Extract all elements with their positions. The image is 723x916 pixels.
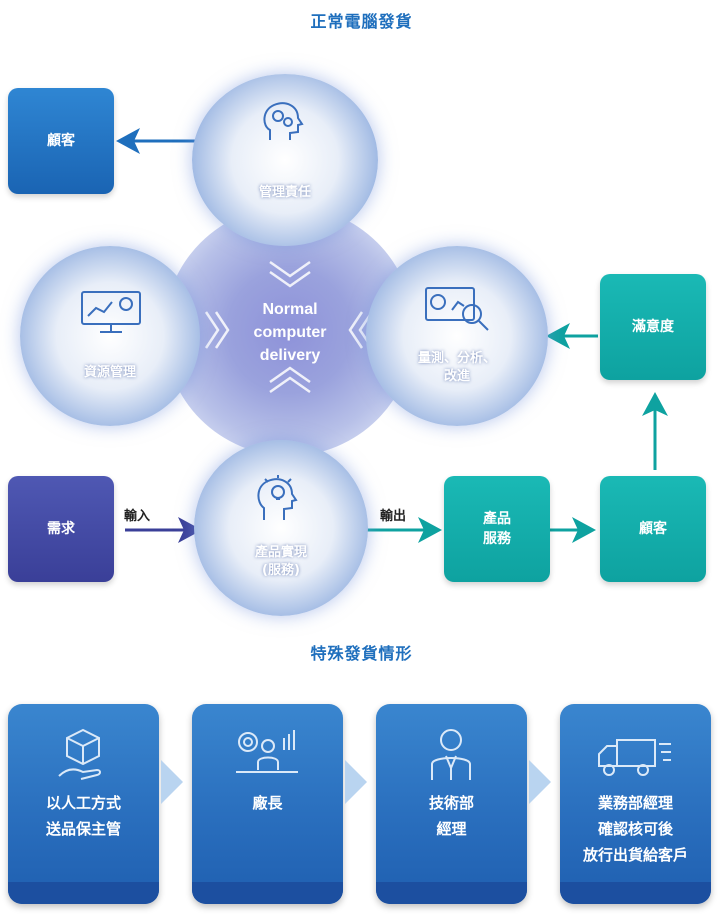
input-label: 輸入 [124,509,151,524]
step-card-1-line1: 以人工方式 [45,794,121,812]
step-arrow-1 [161,760,183,804]
arrow-to-satisfaction [642,392,668,470]
step-card-1-footer [8,882,159,904]
analysis-magnifier-icon [425,287,489,331]
step-card-3-line2: 經理 [436,820,467,838]
step-card-2-line1: 廠長 [252,794,283,812]
circle-management-label: 管理責任 [258,185,311,200]
arrow-input [125,517,202,543]
chevron-right-icon [204,311,220,349]
circle-product-realization-line2: (服務) [262,563,300,578]
step-card-2-footer [192,882,343,904]
center-label-line1: Normal [262,301,318,318]
step-card-3-text: 技術部 經理 [376,790,527,842]
step-card-1: 以人工方式 送品保主管 [8,704,159,904]
circle-measurement-label-line1: 量測、分析、 [417,351,496,366]
step-card-3-line1: 技術部 [428,794,474,812]
customer-box-top: 顧客 [8,88,114,194]
step-card-1-text: 以人工方式 送品保主管 [8,790,159,842]
product-service-line2: 服務 [483,531,511,547]
circle-resource: 資源管理 [20,246,200,426]
step-card-3: 技術部 經理 [376,704,527,904]
step-card-1-line2: 送品保主管 [45,820,121,838]
arrow-product-to-customer [548,517,596,543]
center-label-line3: delivery [259,347,321,364]
output-label: 輸出 [380,509,407,524]
chevron-down-icon [269,270,311,288]
monitor-chart-icon [81,291,141,333]
step-arrow-2 [345,760,367,804]
demand-box-label: 需求 [47,521,75,537]
truck-icon [598,739,671,776]
circle-product-realization-line1: 產品實現 [254,545,307,560]
flow-arrows [116,128,668,543]
chevron-up-icon [269,366,311,384]
customer-box-top-label: 顧客 [47,133,75,149]
circle-product-realization-label: 產品實現 (服務) [255,544,307,580]
step-card-4: 業務部經理 確認核可後 放行出貨給客戶 [560,704,711,904]
head-lightbulb-icon [257,475,298,520]
arrow-to-customer [116,128,198,154]
satisfaction-box: 滿意度 [600,274,706,380]
customer-box-bottom-label: 顧客 [639,521,667,537]
arrow-to-measurement [546,323,598,349]
demand-box: 需求 [8,476,114,582]
center-label-line2: computer [253,324,327,341]
step-arrow-3 [529,760,551,804]
step-card-3-footer [376,882,527,904]
step-card-4-line1: 業務部經理 [597,794,673,812]
special-delivery-title: 特殊發貨情形 [310,644,413,663]
customer-box-bottom: 顧客 [600,476,706,582]
chevron-left-icon [348,311,364,349]
circle-management: 管理責任 [192,74,378,246]
product-service-box: 產品 服務 [444,476,550,582]
manager-desk-icon [236,730,298,773]
circle-resource-label: 資源管理 [83,365,136,380]
satisfaction-box-label: 滿意度 [632,319,674,335]
step-card-4-line2: 確認核可後 [597,820,673,838]
product-service-line1: 產品 [483,511,511,527]
step-card-2: 廠長 [192,704,343,904]
step-card-2-text: 廠長 [192,790,343,816]
step-card-4-text: 業務部經理 確認核可後 放行出貨給客戶 [560,790,711,868]
circle-product-realization: 產品實現 (服務) [194,440,368,616]
circle-measurement-label-line2: 改進 [443,369,470,384]
businessman-icon [431,729,471,780]
step-card-4-line3: 放行出貨給客戶 [582,846,688,864]
head-gears-icon [263,102,304,140]
circle-measurement-label: 量測、分析、 改進 [418,350,496,386]
normal-delivery-title: 正常電腦發貨 [310,12,413,31]
step-card-4-footer [560,882,711,904]
chevron-up-icon [269,376,311,394]
circle-measurement: 量測、分析、 改進 [366,246,548,426]
chevron-down-icon [269,260,311,278]
chevron-right-icon [214,311,230,349]
arrow-output [362,517,442,543]
center-label: Normal computer delivery [220,298,360,367]
package-hand-icon [58,728,101,780]
